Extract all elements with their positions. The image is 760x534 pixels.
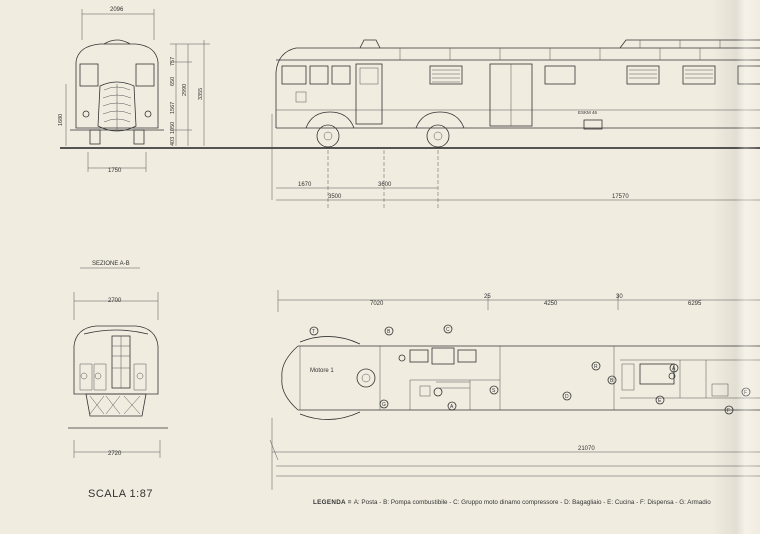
front-view: 2096 1680 1750 xyxy=(58,7,760,174)
front-height-757: 757 xyxy=(170,57,176,66)
front-left-height: 1680 xyxy=(58,114,64,126)
page-gutter xyxy=(712,0,760,534)
plan-dim-7020: 7020 xyxy=(370,301,384,307)
marker-B-2: B xyxy=(610,378,614,384)
marker-G: G xyxy=(382,402,386,408)
front-height-2990: 2990 xyxy=(182,84,188,96)
front-height-403: 403 xyxy=(170,137,176,146)
section-bottom-width: 2720 xyxy=(108,451,122,457)
marker-C: C xyxy=(446,327,450,333)
front-top-width: 2096 xyxy=(110,7,124,13)
marker-A-2: A xyxy=(672,366,676,372)
marker-R: R xyxy=(594,364,598,370)
section-view: SEZIONE A-B 2700 2720 xyxy=(68,261,168,458)
plan-dim-30: 30 xyxy=(616,294,623,300)
plan-dim-4250: 4250 xyxy=(544,301,558,307)
marker-T: T xyxy=(312,329,315,335)
side-view: ESKM 46 1670 3600 3500 17570 xyxy=(271,39,760,210)
section-top-width: 2700 xyxy=(108,298,122,304)
marker-S: S xyxy=(492,388,496,394)
plan-total-length: 21070 xyxy=(578,446,595,452)
plan-motor-label: Motore 1 xyxy=(310,368,334,374)
plan-dim-25: 25 xyxy=(484,294,491,300)
side-dim-3500: 3500 xyxy=(328,194,342,200)
marker-A: A xyxy=(450,404,454,410)
front-bottom-width: 1750 xyxy=(108,168,122,174)
front-height-1050: 1050 xyxy=(170,122,176,134)
marker-F: F xyxy=(744,390,747,396)
front-height-1567: 1567 xyxy=(170,102,176,114)
side-dim-1670: 1670 xyxy=(298,182,312,188)
marker-D: D xyxy=(565,394,569,400)
front-height-650: 650 xyxy=(170,77,176,86)
side-dim-3600: 3600 xyxy=(378,182,392,188)
side-dim-17570: 17570 xyxy=(612,194,629,200)
marker-B: B xyxy=(387,329,391,335)
section-title: SEZIONE A-B xyxy=(92,261,130,267)
legend: LEGENDA = A: Posta - B: Pompa combustibi… xyxy=(313,499,711,506)
front-height-3355: 3355 xyxy=(198,88,204,100)
marker-E: E xyxy=(658,398,662,404)
plan-dim-6295: 6295 xyxy=(688,301,702,307)
marker-F-2: F xyxy=(727,408,730,414)
plan-view: 7020 25 4250 30 6295 Motore 1 xyxy=(269,290,760,490)
legend-heading: LEGENDA = xyxy=(313,499,354,506)
legend-text: A: Posta - B: Pompa combustibile - C: Gr… xyxy=(353,499,711,506)
scale-label: SCALA 1:87 xyxy=(88,488,153,500)
side-grille-label: ESKM 46 xyxy=(578,110,598,115)
